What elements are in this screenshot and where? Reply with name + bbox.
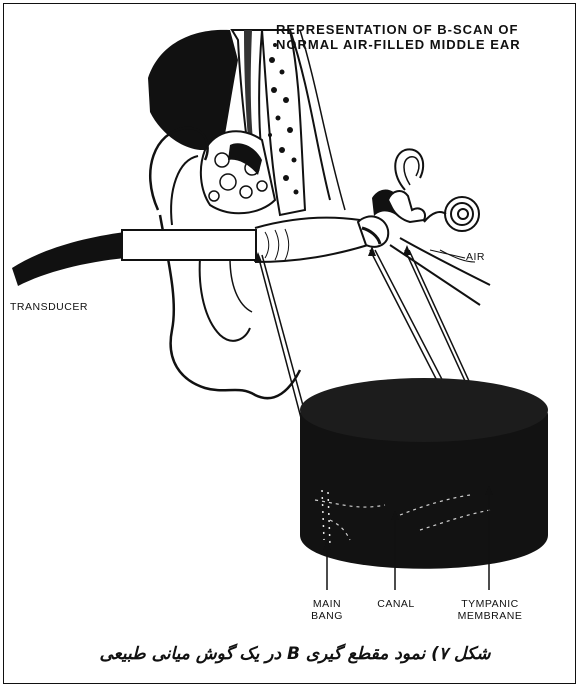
ear-canal bbox=[255, 218, 368, 262]
label-tympanic-line-2: MEMBRANE bbox=[448, 610, 532, 622]
label-main-bang-line-1: MAIN bbox=[303, 598, 351, 610]
title-line-1: REPRESENTATION OF B-SCAN OF bbox=[276, 22, 521, 37]
title-line-2: NORMAL AIR-FILLED MIDDLE EAR bbox=[276, 37, 521, 52]
label-tympanic-membrane: TYMPANIC MEMBRANE bbox=[448, 598, 532, 622]
label-tympanic-line-1: TYMPANIC bbox=[448, 598, 532, 610]
label-air: AIR bbox=[466, 251, 485, 263]
transducer-probe bbox=[122, 230, 256, 260]
eustachian-tube bbox=[390, 238, 490, 305]
label-main-bang-line-2: BANG bbox=[303, 610, 351, 622]
label-canal: CANAL bbox=[366, 598, 426, 610]
b-scan-display bbox=[300, 378, 548, 569]
figure-title: REPRESENTATION OF B-SCAN OF NORMAL AIR-F… bbox=[276, 22, 521, 52]
label-main-bang: MAIN BANG bbox=[303, 598, 351, 622]
label-transducer: TRANSDUCER bbox=[10, 301, 88, 313]
transducer-cable bbox=[12, 232, 125, 286]
ossicles bbox=[388, 191, 425, 222]
figure-caption: شکل ۷) نمود مقطع گیری B در یک گوش میانی … bbox=[60, 644, 530, 664]
tympanic-membrane-drawing bbox=[358, 216, 388, 246]
cochlea bbox=[445, 197, 479, 231]
